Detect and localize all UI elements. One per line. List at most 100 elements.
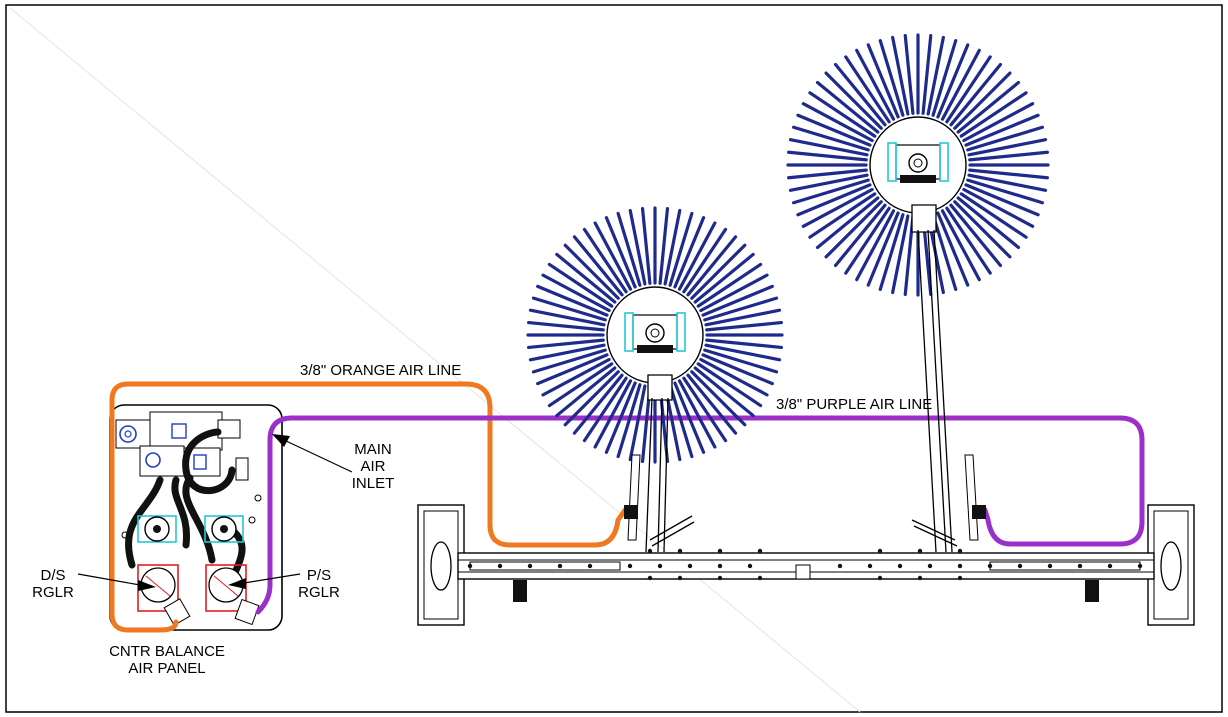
bristle (531, 348, 607, 374)
bolt-icon (917, 548, 923, 554)
bolt-icon (757, 548, 763, 554)
panel-name-label: CNTR BALANCE AIR PANEL (92, 643, 242, 677)
bristle (703, 296, 779, 322)
leader-line (283, 439, 353, 473)
label-line: AIR PANEL (128, 660, 206, 677)
label-line: AIR (360, 458, 386, 475)
bristle (663, 208, 682, 286)
bolt-icon (897, 563, 903, 569)
bristle (563, 243, 620, 300)
bristle (572, 235, 624, 297)
bristle (628, 208, 647, 286)
arm-post-edge (657, 397, 663, 553)
bristle (696, 362, 763, 408)
bolt-icon (917, 575, 923, 581)
bristle (940, 48, 981, 121)
bolt-icon (957, 575, 963, 581)
bristle (945, 55, 992, 124)
hose (171, 476, 191, 549)
leader-ps-regulator (228, 573, 301, 589)
center-pivot (795, 564, 811, 580)
bristle (824, 71, 883, 130)
brush-left (526, 206, 784, 464)
gauge-right (204, 515, 244, 543)
bristle (593, 221, 633, 291)
arm-post-edge (663, 397, 669, 553)
construction-line (9, 7, 861, 713)
gauge-hub (220, 525, 228, 533)
caster-right (1085, 580, 1099, 602)
cylinder-fitting (972, 505, 986, 519)
bristle (962, 102, 1035, 143)
bolt-icon (497, 563, 503, 569)
bolt-icon (1077, 563, 1083, 569)
bolt-icon (467, 563, 473, 569)
bristle (693, 252, 755, 304)
inlet-fitting (217, 419, 241, 439)
bolt-icon (647, 548, 653, 554)
bolt-icon (867, 563, 873, 569)
bristle (616, 211, 642, 287)
bristle (704, 343, 782, 362)
bolt-icon (747, 563, 753, 569)
hose (182, 428, 236, 495)
motor-bracket (624, 312, 634, 352)
bolt-icon (837, 563, 843, 569)
bristle (926, 35, 945, 116)
bristle (891, 214, 910, 295)
bristle (593, 379, 633, 449)
bristle (833, 203, 887, 268)
bolt-icon (927, 563, 933, 569)
arrowhead-icon (138, 580, 156, 591)
leader-main-air-inlet (272, 434, 353, 473)
bristle (844, 55, 891, 124)
leader-ds-regulator (77, 573, 156, 591)
bristle (703, 348, 779, 374)
valve-port-icon (171, 423, 187, 439)
panel-hole (248, 516, 256, 524)
bristle (693, 366, 755, 418)
bristle (673, 216, 706, 289)
bristle (547, 362, 614, 408)
outlet-fitting (234, 598, 260, 626)
inlet-fitting (235, 457, 249, 481)
bristle (628, 384, 647, 462)
bristle (541, 273, 611, 313)
bristle (931, 213, 958, 292)
bristle (547, 262, 614, 308)
label-line: RGLR (32, 584, 74, 601)
bristle (936, 211, 970, 287)
bristle (866, 211, 900, 287)
bristle (808, 192, 877, 239)
motor-shaft-icon (650, 328, 660, 338)
bolt-icon (677, 548, 683, 554)
motor-base (637, 345, 673, 353)
bristle (949, 203, 1003, 268)
valve-port-icon (124, 430, 132, 438)
hose (182, 474, 216, 564)
bristle (903, 34, 915, 115)
gauge-hub (153, 525, 161, 533)
arm-brace (911, 519, 956, 541)
bolt-icon (717, 548, 723, 554)
bristle (673, 381, 706, 454)
bristle (604, 381, 637, 454)
bristle (541, 357, 611, 397)
label-line: MAIN (354, 441, 392, 458)
bristle (931, 38, 958, 117)
bristle (968, 168, 1049, 180)
bristle (572, 373, 624, 435)
hose (125, 476, 164, 569)
bristle (640, 207, 652, 285)
bolt-icon (527, 563, 533, 569)
purple-line-label: 3/8" PURPLE AIR LINE (776, 396, 933, 413)
arm-brace (913, 525, 958, 547)
beam-bolts (467, 548, 1143, 581)
bristle (936, 43, 970, 119)
bristle (866, 43, 900, 119)
bristle (962, 187, 1035, 228)
bolt-icon (717, 563, 723, 569)
bristle (555, 252, 617, 304)
bristle (536, 353, 609, 386)
bristle (949, 62, 1003, 127)
